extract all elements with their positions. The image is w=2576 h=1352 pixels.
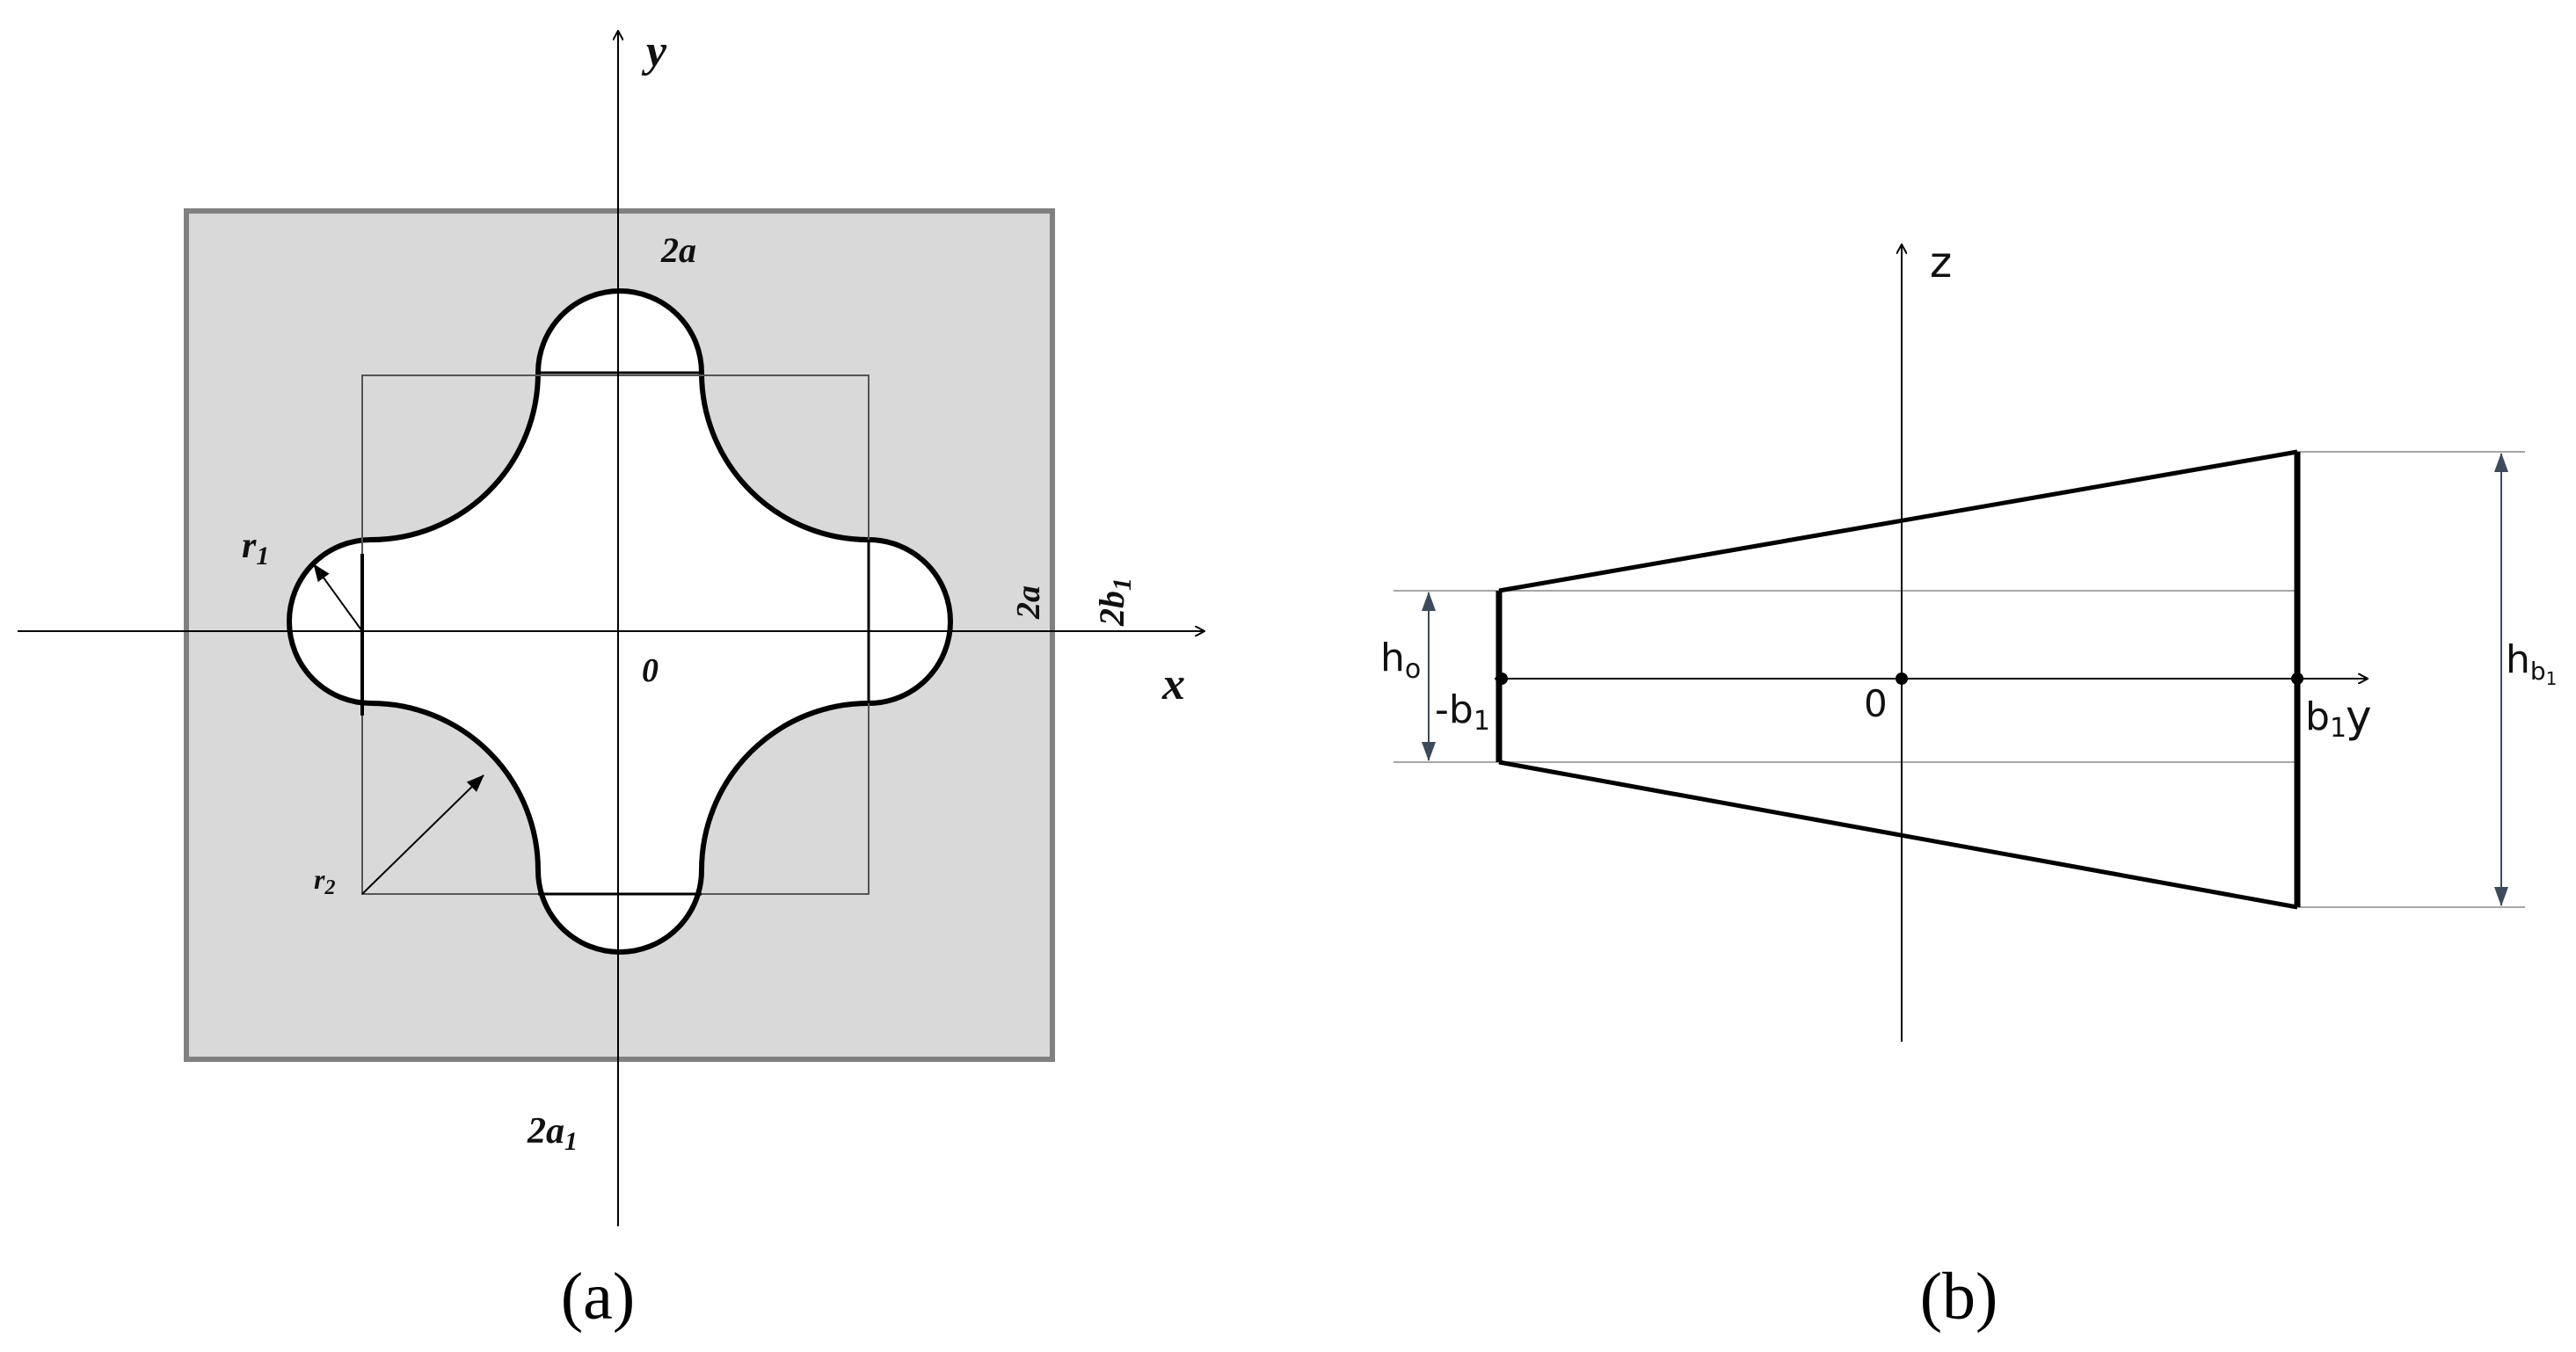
label-r2: r2: [314, 863, 335, 899]
caption-a: (a): [561, 1260, 635, 1334]
r1-arrow: [313, 563, 363, 632]
x-axis-label: x: [1161, 659, 1185, 709]
cruciform-hole: [287, 288, 953, 955]
label-2a1: 2a1: [527, 1111, 578, 1156]
point-neg-b1: [1495, 672, 1508, 685]
panel-a: y x 0 2a 2a 2b1 2a1 r1 r2 (a): [18, 26, 1204, 1334]
trapezoid-top: [1498, 449, 2298, 593]
r2-arrow: [361, 774, 484, 895]
trapezoid-bottom: [1498, 760, 2298, 910]
origin-label: 0: [642, 652, 659, 689]
point-origin: [1896, 672, 1908, 685]
y-axis-label: y: [641, 26, 667, 76]
label-neg-b1: -b1: [1435, 687, 1490, 737]
caption-b: (b): [1920, 1260, 1998, 1334]
label-b1: b1: [2305, 694, 2347, 744]
y-axis-label-b: y: [2346, 691, 2372, 742]
point-b1: [2291, 672, 2303, 685]
label-r1: r1: [242, 526, 269, 571]
origin-label-b: 0: [1864, 682, 1888, 725]
label-2b1: 2b1: [1092, 578, 1137, 627]
z-axis-label: z: [1930, 238, 1952, 287]
panel-b: z y 0 -b1 b1 ho hb1 (b): [1380, 238, 2557, 1334]
label-2a-top: 2a: [660, 230, 696, 270]
label-2a-right: 2a: [1010, 585, 1047, 620]
label-hb1: hb1: [2506, 637, 2557, 689]
label-h0: ho: [1380, 636, 1421, 685]
